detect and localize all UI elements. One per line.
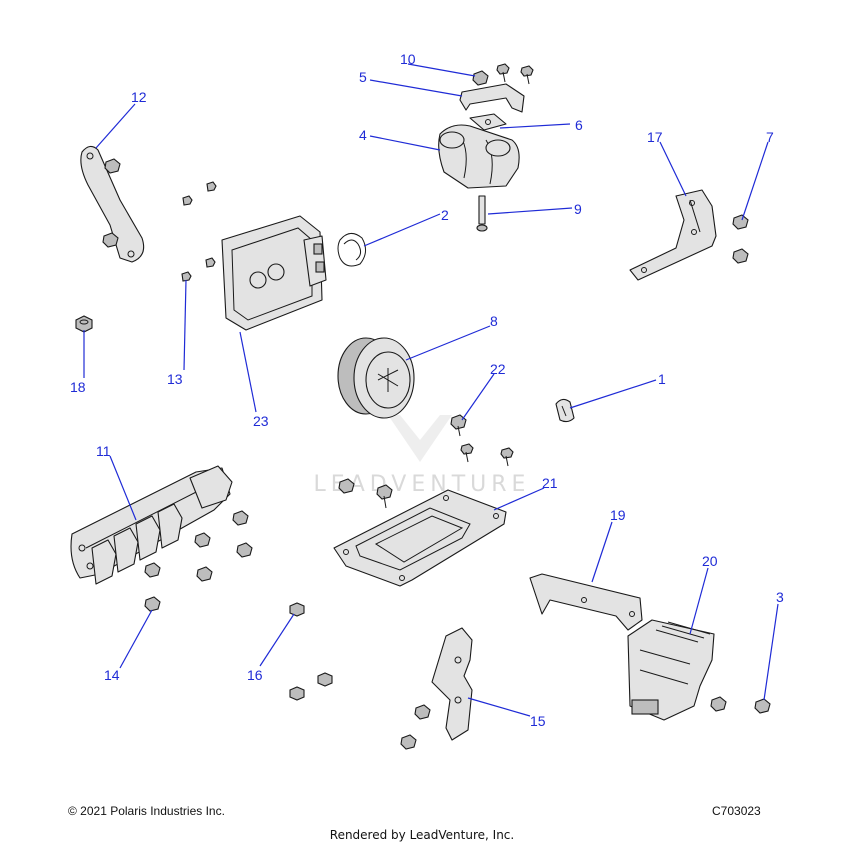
part-12-bracket xyxy=(80,145,145,263)
part-11-injector-assembly xyxy=(70,465,249,585)
callout-23: 23 xyxy=(253,413,269,429)
callout-10: 10 xyxy=(400,51,416,67)
part-18-nut xyxy=(75,315,93,333)
part-1-clip xyxy=(555,398,575,423)
callout-17: 17 xyxy=(647,129,663,145)
callout-12: 12 xyxy=(131,89,147,105)
callout-16: 16 xyxy=(247,667,263,683)
callout-labels: 1 2 3 4 5 6 7 8 9 10 11 12 13 14 15 16 1… xyxy=(70,51,784,729)
part-9-bolt xyxy=(476,195,488,232)
part-14-screws xyxy=(144,532,253,612)
watermark-logo xyxy=(388,415,452,462)
callout-9: 9 xyxy=(574,201,582,217)
callout-20: 20 xyxy=(702,553,718,569)
callout-19: 19 xyxy=(610,507,626,523)
callout-11: 11 xyxy=(96,443,111,459)
part-6-strap xyxy=(469,113,507,131)
callout-7: 7 xyxy=(766,129,774,145)
leader-lines xyxy=(83,63,779,717)
callout-5: 5 xyxy=(359,69,367,85)
part-5-bracket xyxy=(459,83,525,113)
callout-13: 13 xyxy=(167,371,183,387)
part-2-cable-tie xyxy=(337,233,366,267)
callout-4: 4 xyxy=(359,127,367,143)
part-22-screws xyxy=(338,414,514,509)
part-16-nuts xyxy=(289,602,333,701)
part-3-screws xyxy=(710,696,771,714)
callout-3: 3 xyxy=(776,589,784,605)
diagram-code: C703023 xyxy=(712,804,761,818)
part-4-coil-housing xyxy=(438,124,520,189)
part-15-bracket xyxy=(400,627,473,750)
callout-21: 21 xyxy=(542,475,558,491)
part-8-grommet xyxy=(337,337,415,419)
copyright-text: © 2021 Polaris Industries Inc. xyxy=(68,804,225,818)
part-10-fasteners xyxy=(472,63,534,86)
part-7-screws xyxy=(732,214,749,264)
callout-8: 8 xyxy=(490,313,498,329)
part-23-ecu-module xyxy=(221,215,327,331)
bolt-group-13 xyxy=(181,181,217,282)
rendered-by-text: Rendered by LeadVenture, Inc. xyxy=(329,828,515,842)
callout-2: 2 xyxy=(441,207,449,223)
callout-18: 18 xyxy=(70,379,86,395)
part-17-bracket xyxy=(629,189,717,281)
callout-1: 1 xyxy=(658,371,666,387)
callout-22: 22 xyxy=(490,361,506,377)
callout-14: 14 xyxy=(104,667,120,683)
callout-6: 6 xyxy=(575,117,583,133)
callout-15: 15 xyxy=(530,713,546,729)
part-20-regulator xyxy=(627,619,715,721)
part-19-bracket xyxy=(529,573,643,631)
part-21-plate xyxy=(333,489,507,587)
